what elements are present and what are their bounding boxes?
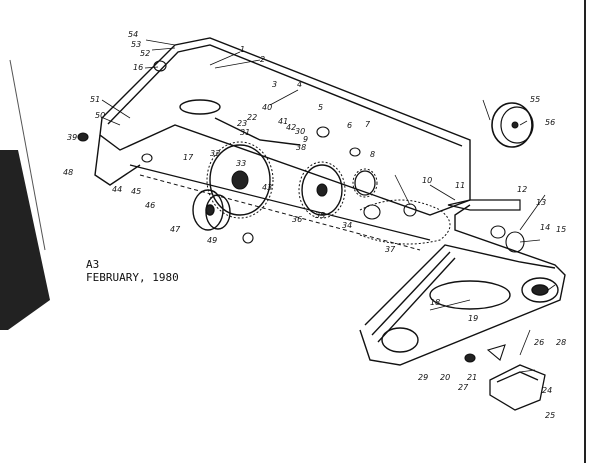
part-label-7: 7 bbox=[365, 120, 371, 129]
leader-lines bbox=[100, 39, 556, 373]
part-label-19: 19 bbox=[468, 314, 478, 323]
part-label-55: 55 bbox=[530, 95, 540, 104]
part-label-36: 36 bbox=[292, 215, 302, 224]
small-parts bbox=[77, 60, 525, 363]
pulley-47 bbox=[192, 189, 231, 231]
part-label-46: 46 bbox=[145, 201, 155, 210]
part-label-1: 1 bbox=[240, 45, 245, 54]
part-label-2: 2 bbox=[260, 55, 265, 64]
part-label-25: 25 bbox=[545, 411, 555, 420]
part-label-54: 54 bbox=[128, 30, 138, 39]
part-label-8: 8 bbox=[370, 150, 375, 159]
part-label-13: 13 bbox=[536, 198, 546, 207]
sprocket-37 bbox=[298, 161, 346, 219]
part-label-31: 31 bbox=[240, 128, 250, 137]
part-label-11: 11 bbox=[455, 181, 465, 190]
diagram-caption: A3 FEBRUARY, 1980 bbox=[86, 258, 179, 284]
page-shadow-edge bbox=[0, 150, 50, 330]
part-label-49: 49 bbox=[207, 236, 217, 245]
chain-loop bbox=[359, 199, 451, 245]
part-label-33: 33 bbox=[236, 159, 246, 168]
part-label-39: 39 bbox=[67, 133, 77, 142]
part-label-35: 35 bbox=[315, 211, 325, 220]
part-label-38: 38 bbox=[296, 143, 306, 152]
part-label-44: 44 bbox=[112, 185, 122, 194]
part-label-30: 30 bbox=[295, 127, 305, 136]
part-label-42: 42 bbox=[286, 123, 296, 132]
part-label-48: 48 bbox=[63, 168, 73, 177]
part-label-14: 14 bbox=[540, 223, 550, 232]
part-label-45: 45 bbox=[131, 187, 141, 196]
part-label-34: 34 bbox=[342, 221, 352, 230]
gearbox-24 bbox=[489, 364, 546, 411]
part-label-40: 40 bbox=[262, 103, 272, 112]
drive-shaft bbox=[129, 164, 431, 241]
part-label-17: 17 bbox=[183, 153, 194, 162]
part-label-37: 37 bbox=[385, 245, 396, 254]
part-label-9: 9 bbox=[303, 135, 308, 144]
lower-chain-case bbox=[359, 204, 566, 366]
part-label-23: 23 bbox=[237, 119, 247, 128]
part-label-24: 24 bbox=[542, 386, 552, 395]
part-label-51: 51 bbox=[90, 95, 100, 104]
part-label-29: 29 bbox=[418, 373, 428, 382]
part-label-6: 6 bbox=[347, 121, 352, 130]
part-label-32: 32 bbox=[210, 149, 220, 158]
part-label-43: 43 bbox=[262, 183, 272, 192]
part-label-18: 18 bbox=[430, 298, 440, 307]
part-label-41: 41 bbox=[278, 117, 288, 126]
part-label-53: 53 bbox=[131, 40, 141, 49]
diagram-date: FEBRUARY, 1980 bbox=[86, 271, 179, 284]
part-label-26: 26 bbox=[534, 338, 544, 347]
part-label-28: 28 bbox=[556, 338, 566, 347]
part-label-4: 4 bbox=[297, 80, 302, 89]
drive-shaft-lower bbox=[139, 174, 421, 251]
part-label-3: 3 bbox=[272, 80, 277, 89]
large-sprocket bbox=[206, 141, 274, 219]
diagram-code: A3 bbox=[86, 258, 100, 271]
part-label-12: 12 bbox=[517, 185, 527, 194]
part-label-56: 56 bbox=[545, 118, 555, 127]
part-label-21: 21 bbox=[467, 373, 477, 382]
part-labels: 54 53 52 16 51 50 39 48 44 45 46 1 2 3 4… bbox=[63, 30, 566, 420]
bracket-11 bbox=[447, 199, 521, 211]
small-sprocket-8 bbox=[352, 168, 378, 198]
part-label-52: 52 bbox=[140, 49, 150, 58]
part-label-5: 5 bbox=[318, 103, 323, 112]
part-label-22: 22 bbox=[247, 113, 257, 122]
part-label-27: 27 bbox=[458, 383, 469, 392]
part-label-16: 16 bbox=[133, 63, 143, 72]
part-label-47: 47 bbox=[170, 225, 181, 234]
part-label-20: 20 bbox=[440, 373, 450, 382]
part-label-50: 50 bbox=[95, 111, 105, 120]
part-label-15: 15 bbox=[556, 225, 566, 234]
page-fold-line bbox=[9, 59, 46, 251]
part-label-10: 10 bbox=[422, 176, 432, 185]
wheel-55 bbox=[491, 102, 534, 148]
upper-chain-case bbox=[94, 37, 471, 216]
